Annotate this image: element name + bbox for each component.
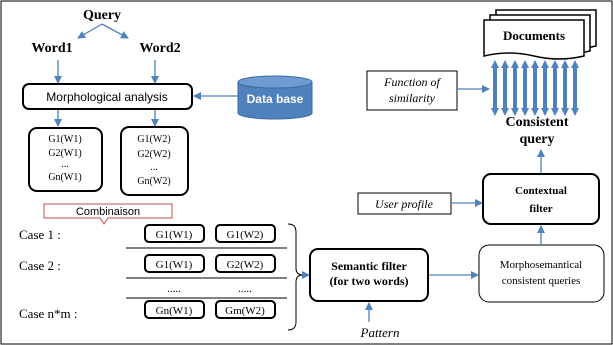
user-profile-label: User profile	[375, 197, 434, 211]
w1-list-box	[28, 127, 103, 192]
case-ellipsis: .....	[167, 283, 181, 295]
case-cell-text: G1(W1)	[156, 229, 193, 241]
w1-item: G1(W1)	[48, 134, 81, 145]
semantic-filter-title: Semantic filter	[331, 259, 407, 273]
consistent-query-subtitle: query	[520, 132, 555, 147]
case-cell-text: G1(W2)	[227, 229, 264, 241]
w1-item: ...	[61, 159, 69, 170]
database-label: Data base	[247, 92, 304, 106]
contextual-filter-box	[482, 173, 600, 225]
case-label: Case 1 :	[19, 227, 61, 242]
morphosemantical-box	[478, 244, 605, 303]
pattern-label: Pattern	[360, 325, 400, 340]
w2-item: Gn(W2)	[137, 176, 170, 187]
w2-list-box	[120, 126, 189, 196]
case-label: Case 2 :	[19, 258, 61, 273]
case-cell	[144, 224, 205, 243]
similarity-arrows-icon	[491, 60, 579, 116]
contextual-filter-title: Contextual	[515, 185, 567, 197]
morphosemantical-subtitle: consistent queries	[502, 275, 581, 287]
arrow-query-word1	[77, 23, 103, 39]
w2-item: G2(W2)	[137, 149, 170, 160]
case-cell	[215, 254, 276, 273]
documents-icon	[483, 9, 597, 60]
case-cell	[215, 224, 276, 243]
case-ellipsis: .....	[238, 283, 252, 295]
contextual-filter-subtitle: filter	[529, 203, 552, 215]
query-label: Query	[83, 8, 121, 23]
combinaison-label: Combinaison	[76, 206, 140, 218]
morph-analysis-box	[22, 83, 193, 110]
function-similarity-title: Function of	[383, 75, 441, 89]
function-similarity-box	[366, 70, 458, 111]
word1-label: Word1	[31, 41, 72, 56]
arrow-query-word2	[101, 23, 129, 39]
consistent-query-title: Consistent	[505, 115, 568, 130]
word2-label: Word2	[139, 41, 180, 56]
w1-item: G2(W1)	[48, 148, 81, 159]
w2-item: G1(W2)	[137, 134, 170, 145]
morphosemantical-title: Morphosemantical	[500, 259, 582, 271]
case-cell-text: G1(W1)	[156, 259, 193, 271]
case-cell	[144, 300, 205, 319]
case-cell-text: G2(W2)	[227, 259, 264, 271]
function-similarity-subtitle: similarity	[389, 91, 436, 105]
case-cell-text: Gm(W2)	[225, 305, 265, 317]
database-icon	[237, 75, 313, 120]
w2-item: ...	[150, 162, 158, 173]
combinaison-callout	[43, 203, 173, 225]
w1-item: Gn(W1)	[48, 172, 81, 183]
morph-analysis-label: Morphological analysis	[46, 90, 167, 104]
case-cell	[144, 254, 205, 273]
documents-label: Documents	[503, 28, 565, 43]
semantic-filter-box	[309, 248, 429, 302]
case-cell-text: Gn(W1)	[156, 305, 193, 317]
semantic-filter-subtitle: (for two words)	[329, 274, 408, 288]
case-label: Case n*m :	[19, 306, 78, 321]
case-cell	[215, 300, 276, 319]
cases-brace	[287, 223, 304, 331]
